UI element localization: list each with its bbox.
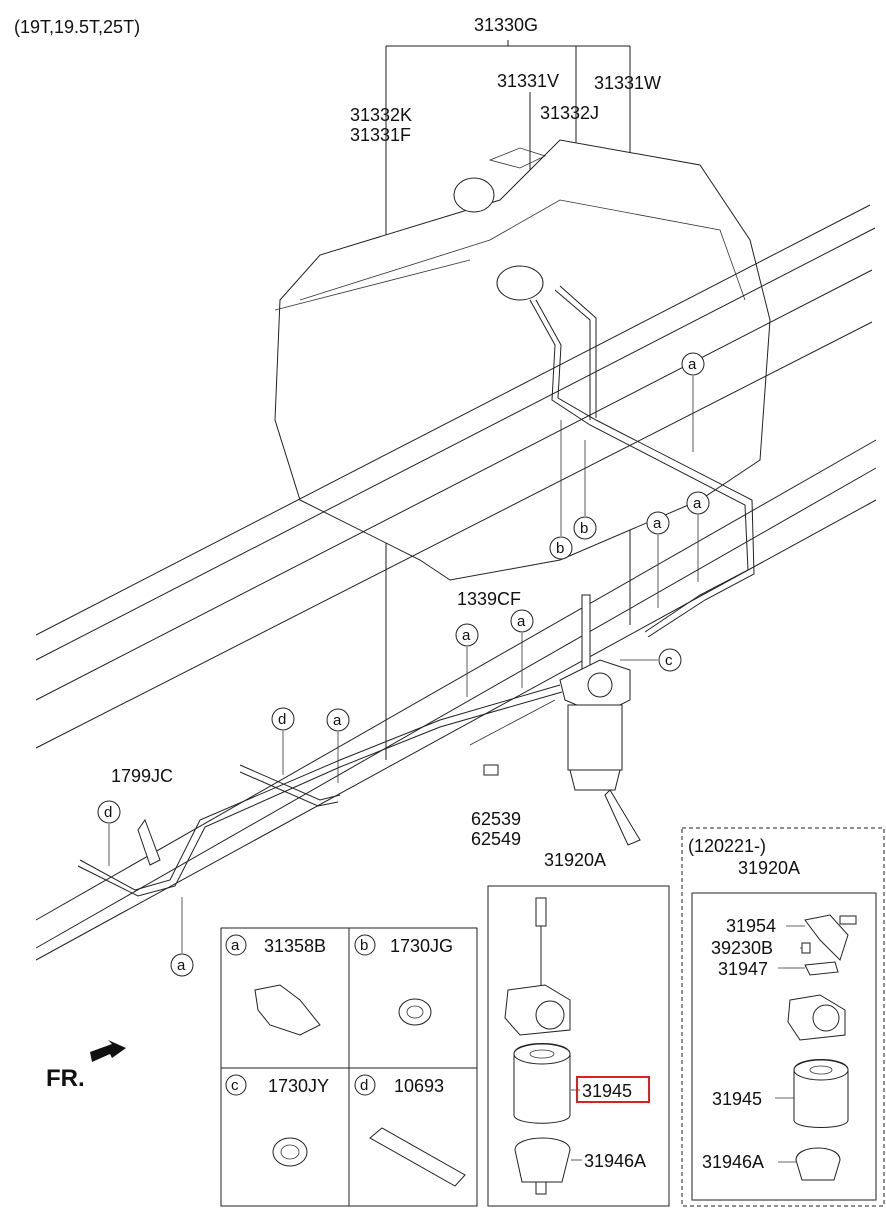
callout-31920A-left: 31920A: [544, 850, 606, 870]
tag-c-1: c: [665, 652, 673, 669]
filter-box-left: 31945 31946A: [487, 885, 670, 1207]
tag-a-3: a: [653, 515, 662, 532]
right-plug-label: 39230B: [711, 938, 773, 958]
legend-tag-a: a: [231, 937, 240, 954]
date-range-label: (120221-): [688, 836, 766, 856]
legend-part-a: 31358B: [264, 936, 326, 956]
legend-table: a 31358B b 1730JG c 1730JY d 10693: [220, 927, 478, 1207]
tag-b-1: b: [580, 520, 588, 537]
fuel-tank: [274, 139, 771, 581]
right-bowl-label: 31946A: [702, 1152, 764, 1172]
callout-31330G: 31330G: [474, 15, 538, 35]
callout-1339CF: 1339CF: [457, 589, 521, 609]
callout-1799JC: 1799JC: [111, 766, 173, 786]
legend-part-d: 10693: [394, 1076, 444, 1096]
tag-a-7: a: [177, 957, 186, 974]
callout-31331V: 31331V: [497, 71, 559, 91]
tag-d-2: d: [104, 804, 112, 821]
callout-62549: 62549: [471, 829, 521, 849]
seal-icon: [272, 1137, 308, 1167]
models-label: (19T,19.5T,25T): [14, 17, 140, 37]
callout-31920A-right: 31920A: [738, 858, 800, 878]
right-bracket-label: 31947: [718, 959, 768, 979]
fuel-filter-on-vehicle: [469, 594, 641, 846]
fuel-lines: [77, 285, 755, 897]
tag-d-1: d: [278, 711, 286, 728]
callout-31332J: 31332J: [540, 103, 599, 123]
callout-31331F: 31331F: [350, 125, 411, 145]
legend-tag-d: d: [360, 1077, 368, 1094]
left-bowl-label: 31946A: [584, 1151, 646, 1171]
tag-a-5: a: [462, 627, 471, 644]
callout-31331W: 31331W: [594, 73, 661, 93]
clip-icon: [254, 984, 321, 1036]
fr-label: FR.: [46, 1065, 85, 1092]
clamp-1799JC: [137, 818, 161, 866]
hose-icon: [369, 1127, 466, 1187]
left-element-label: 31945: [582, 1081, 632, 1101]
legend-part-c: 1730JY: [268, 1076, 329, 1096]
callout-31332K: 31332K: [350, 105, 412, 125]
right-element-label: 31945: [712, 1089, 762, 1109]
highlight-31945: [576, 1076, 650, 1103]
tag-a-1: a: [688, 356, 697, 373]
filter-box-right: (120221-) 31920A 31954 39230B 31947 3194…: [681, 827, 885, 1207]
callout-62539: 62539: [471, 809, 521, 829]
legend-part-b: 1730JG: [390, 936, 453, 956]
legend-tag-c: c: [231, 1077, 239, 1094]
tag-a-4: a: [517, 613, 526, 630]
right-sensor-label: 31954: [726, 916, 776, 936]
tag-b-2: b: [556, 540, 564, 557]
circle-tags: a a a b b c a a d a d a: [97, 352, 710, 977]
tag-a-6: a: [333, 712, 342, 729]
legend-tag-b: b: [360, 937, 368, 954]
grommet-icon: [398, 998, 432, 1026]
arrow-icon: [90, 1040, 126, 1062]
tag-a-2: a: [693, 495, 702, 512]
front-direction-indicator: FR.: [46, 1040, 126, 1092]
